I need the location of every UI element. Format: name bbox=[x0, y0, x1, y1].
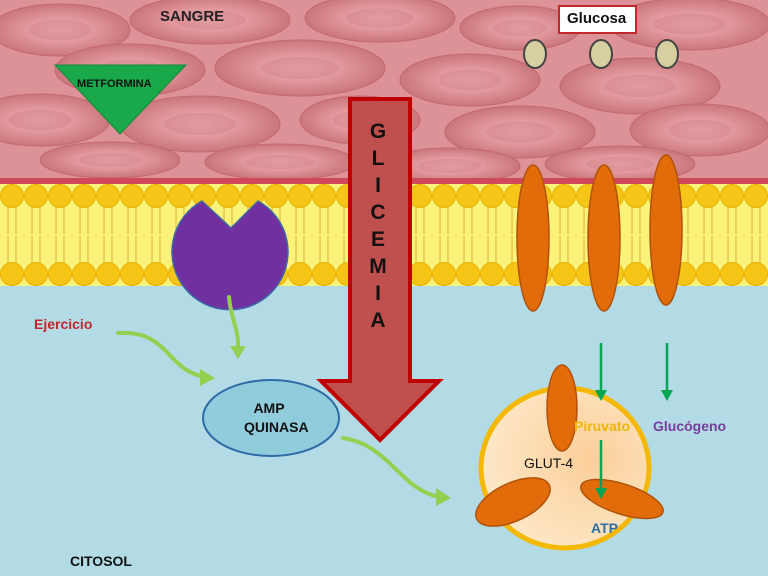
glicemia-letter: G bbox=[369, 120, 387, 143]
glut4-transporter bbox=[546, 364, 578, 452]
lipid-head bbox=[552, 262, 576, 286]
lipid-head bbox=[720, 184, 744, 208]
lipid-head bbox=[0, 262, 24, 286]
piruvato-label: Piruvato bbox=[574, 418, 631, 434]
green-arrows bbox=[595, 343, 673, 499]
lipid-head bbox=[24, 262, 48, 286]
membrane-transporter bbox=[649, 154, 683, 306]
curved-arrows bbox=[116, 295, 442, 499]
curved-arrowhead bbox=[436, 488, 451, 506]
atp-label: ATP bbox=[591, 520, 618, 536]
glicemia-letter: L bbox=[371, 147, 385, 170]
lipid-head bbox=[720, 262, 744, 286]
red-blood-cell-center bbox=[668, 119, 732, 141]
lipid-head bbox=[288, 184, 312, 208]
citosol-label: CITOSOL bbox=[70, 553, 132, 569]
glicemia-letter: A bbox=[370, 309, 386, 332]
glicemia-letter: E bbox=[370, 228, 385, 251]
glucogeno-label: Glucógeno bbox=[653, 418, 727, 434]
sangre-label: SANGRE bbox=[160, 8, 225, 25]
lipid-head bbox=[456, 262, 480, 286]
glicemia-arrow bbox=[316, 97, 444, 443]
glucosa-label: Glucosa bbox=[567, 10, 627, 27]
amp-kinase-label: AMP QUINASA bbox=[244, 399, 309, 437]
red-blood-cell-center bbox=[438, 69, 502, 91]
lipid-head bbox=[24, 184, 48, 208]
lipid-head bbox=[216, 184, 240, 208]
red-blood-cell-center bbox=[28, 19, 92, 41]
red-blood-cell-center bbox=[346, 8, 414, 28]
red-blood-cell-center bbox=[418, 158, 482, 174]
glut4-label: GLUT-4 bbox=[524, 455, 574, 471]
amp-kinase bbox=[202, 379, 340, 457]
lipid-head bbox=[624, 262, 648, 286]
red-blood-cell-center bbox=[604, 74, 676, 98]
glicemia-letter: I bbox=[375, 282, 381, 305]
ejercicio-label: Ejercicio bbox=[34, 316, 93, 332]
lipid-head bbox=[744, 184, 768, 208]
red-blood-cell-center bbox=[164, 112, 236, 136]
lipid-head bbox=[96, 184, 120, 208]
glut4-transporter bbox=[475, 477, 551, 527]
glucose-molecule bbox=[589, 39, 613, 69]
lipid-head bbox=[48, 184, 72, 208]
red-blood-cell-center bbox=[261, 56, 339, 80]
glucosa-label-box bbox=[558, 5, 637, 34]
curved-arrowhead bbox=[200, 369, 215, 386]
red-blood-cells bbox=[0, 0, 768, 185]
curved-arrowhead bbox=[230, 346, 246, 359]
lipid-head bbox=[744, 262, 768, 286]
glicemia-label: G L I C E M I A bbox=[358, 118, 398, 334]
lipid-head bbox=[96, 262, 120, 286]
lipid-head bbox=[312, 184, 336, 208]
membrane-transporter bbox=[587, 164, 621, 312]
red-blood-cell-center bbox=[493, 19, 547, 37]
membrane-transporter bbox=[516, 164, 550, 312]
lipid-head bbox=[432, 262, 456, 286]
amp-label-line2: QUINASA bbox=[244, 419, 309, 435]
lipid-head bbox=[480, 184, 504, 208]
lipid-head bbox=[480, 262, 504, 286]
red-blood-cell-center bbox=[486, 121, 554, 143]
lipid-head bbox=[456, 184, 480, 208]
red-blood-cell-center bbox=[246, 154, 314, 170]
metformina-label: METFORMINA bbox=[77, 78, 152, 90]
lipid-head bbox=[168, 184, 192, 208]
lipid-head bbox=[696, 184, 720, 208]
glicemia-letter: C bbox=[370, 201, 386, 224]
lipid-head bbox=[144, 262, 168, 286]
metformin-triangle bbox=[53, 64, 188, 135]
lipid-head bbox=[264, 184, 288, 208]
lipid-head bbox=[624, 184, 648, 208]
glucose-molecule bbox=[523, 39, 547, 69]
glicemia-letter: I bbox=[375, 174, 381, 197]
lipid-head bbox=[120, 262, 144, 286]
glucose-molecule bbox=[655, 39, 679, 69]
lipid-head bbox=[312, 262, 336, 286]
lipid-head bbox=[696, 262, 720, 286]
lipid-head bbox=[0, 184, 24, 208]
lipid-head bbox=[120, 184, 144, 208]
lipid-head bbox=[48, 262, 72, 286]
red-blood-cell-center bbox=[586, 156, 654, 172]
red-blood-cell-center bbox=[174, 10, 246, 30]
glicemia-letter: M bbox=[369, 255, 387, 278]
red-blood-cell-center bbox=[8, 109, 72, 131]
red-blood-cell-center bbox=[78, 152, 142, 168]
red-blood-cell-center bbox=[654, 13, 726, 35]
lipid-head bbox=[432, 184, 456, 208]
amp-label-line1: AMP bbox=[253, 400, 285, 416]
lipid-head bbox=[288, 262, 312, 286]
lipid-head bbox=[72, 262, 96, 286]
lipid-head bbox=[144, 184, 168, 208]
receptor-shape bbox=[171, 200, 289, 311]
lipid-head bbox=[72, 184, 96, 208]
lipid-head bbox=[552, 184, 576, 208]
